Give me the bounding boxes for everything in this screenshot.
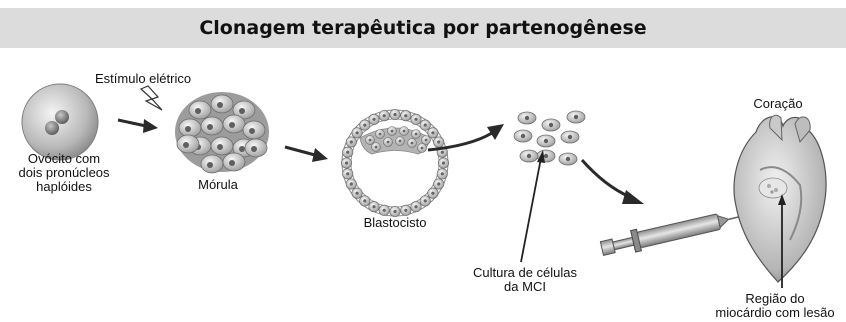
morula-cells — [176, 94, 268, 174]
morula-cell — [244, 138, 268, 158]
morula-cell — [176, 134, 200, 154]
trophoblast-cell — [351, 187, 363, 199]
title-bar: Clonagem terapêutica por partenogênese — [0, 8, 846, 48]
trophoblast-cell — [433, 136, 445, 148]
morula-cell — [200, 116, 224, 136]
icm-cell — [411, 129, 421, 139]
morula-cell — [200, 154, 224, 174]
culture-cell — [560, 130, 580, 144]
label-blastocisto: Blastocisto — [363, 215, 427, 230]
morula-cell — [178, 118, 202, 138]
trophoblast-cell — [427, 127, 439, 139]
culture-cell — [536, 134, 556, 148]
label-cultura: Cultura de células da MCI — [472, 265, 578, 294]
morula-cell — [222, 152, 246, 172]
trophoblast-cell — [359, 119, 371, 131]
cell-culture — [513, 110, 586, 166]
culture-cell — [519, 149, 539, 163]
icm-cell — [421, 135, 431, 145]
arrow-oocyte-morula — [117, 118, 158, 133]
label-morula: Mórula — [198, 177, 238, 192]
icm-cell — [395, 136, 405, 146]
trophoblast-cell — [437, 157, 450, 169]
icm-cell — [375, 129, 385, 139]
trophoblast-cell — [433, 178, 445, 190]
trophoblast-cell — [410, 113, 422, 125]
trophoblast-cell — [410, 201, 422, 213]
arrow-blastocyst-culture — [427, 124, 504, 152]
trophoblast-cell — [359, 195, 371, 207]
culture-cell — [513, 129, 533, 143]
icm-cell — [371, 142, 381, 152]
arrow-morula-blastocyst — [284, 145, 328, 162]
culture-cell — [541, 118, 561, 132]
trophoblast-cell — [342, 168, 354, 180]
label-estimulo: Estímulo elétrico — [95, 71, 192, 86]
trophoblast-cell — [378, 110, 390, 122]
morula-cell — [188, 100, 212, 120]
trophoblast-cell — [427, 187, 439, 199]
icm-cell — [407, 138, 417, 148]
icm-cell — [365, 135, 375, 145]
trophoblast-cell — [342, 146, 354, 158]
culture-cell — [566, 110, 586, 124]
blastocyst-cells — [340, 108, 450, 218]
pointer-culture — [520, 157, 542, 263]
morula-cell — [242, 120, 266, 140]
trophoblast-cell — [419, 119, 431, 131]
trophoblast-cell — [419, 195, 431, 207]
heart — [733, 114, 827, 283]
trophoblast-cell — [368, 201, 380, 213]
icm-cell — [383, 137, 393, 147]
icm-cell — [417, 143, 427, 153]
pointer-lesion-head — [778, 194, 786, 205]
culture-cell — [517, 111, 537, 125]
icm-cell — [387, 126, 397, 136]
inner-cell-mass — [365, 126, 431, 153]
trophoblast-cell — [400, 204, 412, 216]
morula-cell — [232, 100, 256, 120]
trophoblast-cell — [368, 113, 380, 125]
trophoblast-cell — [389, 205, 401, 218]
morula-cell — [222, 114, 246, 134]
page-title: Clonagem terapêutica por partenogênese — [199, 17, 647, 39]
icm-cell — [399, 126, 409, 136]
pointer-culture-head — [537, 150, 545, 163]
morula-cell — [210, 136, 234, 156]
oocyte — [21, 83, 99, 161]
trophoblast-cell — [436, 168, 448, 180]
trophoblast-cell — [389, 108, 401, 121]
trophoblast-cell — [351, 127, 363, 139]
arrow-culture-syringe — [580, 159, 644, 204]
culture-cell — [558, 152, 578, 166]
label-ovocito: Ovócito com dois pronúcleos haplóides — [18, 151, 110, 194]
lightning-icon — [139, 85, 163, 111]
morula-cell — [210, 94, 234, 114]
blastocyst — [340, 108, 450, 218]
label-coracao: Coração — [753, 96, 803, 111]
trophoblast-cell — [345, 136, 357, 148]
trophoblast-cell — [400, 110, 412, 122]
trophoblast-cell — [340, 157, 353, 169]
trophoblast-cell — [345, 178, 357, 190]
trophoblast-cell — [378, 204, 390, 216]
morula — [175, 92, 269, 174]
label-regiao: Região do miocárdio com lesão — [715, 291, 835, 320]
